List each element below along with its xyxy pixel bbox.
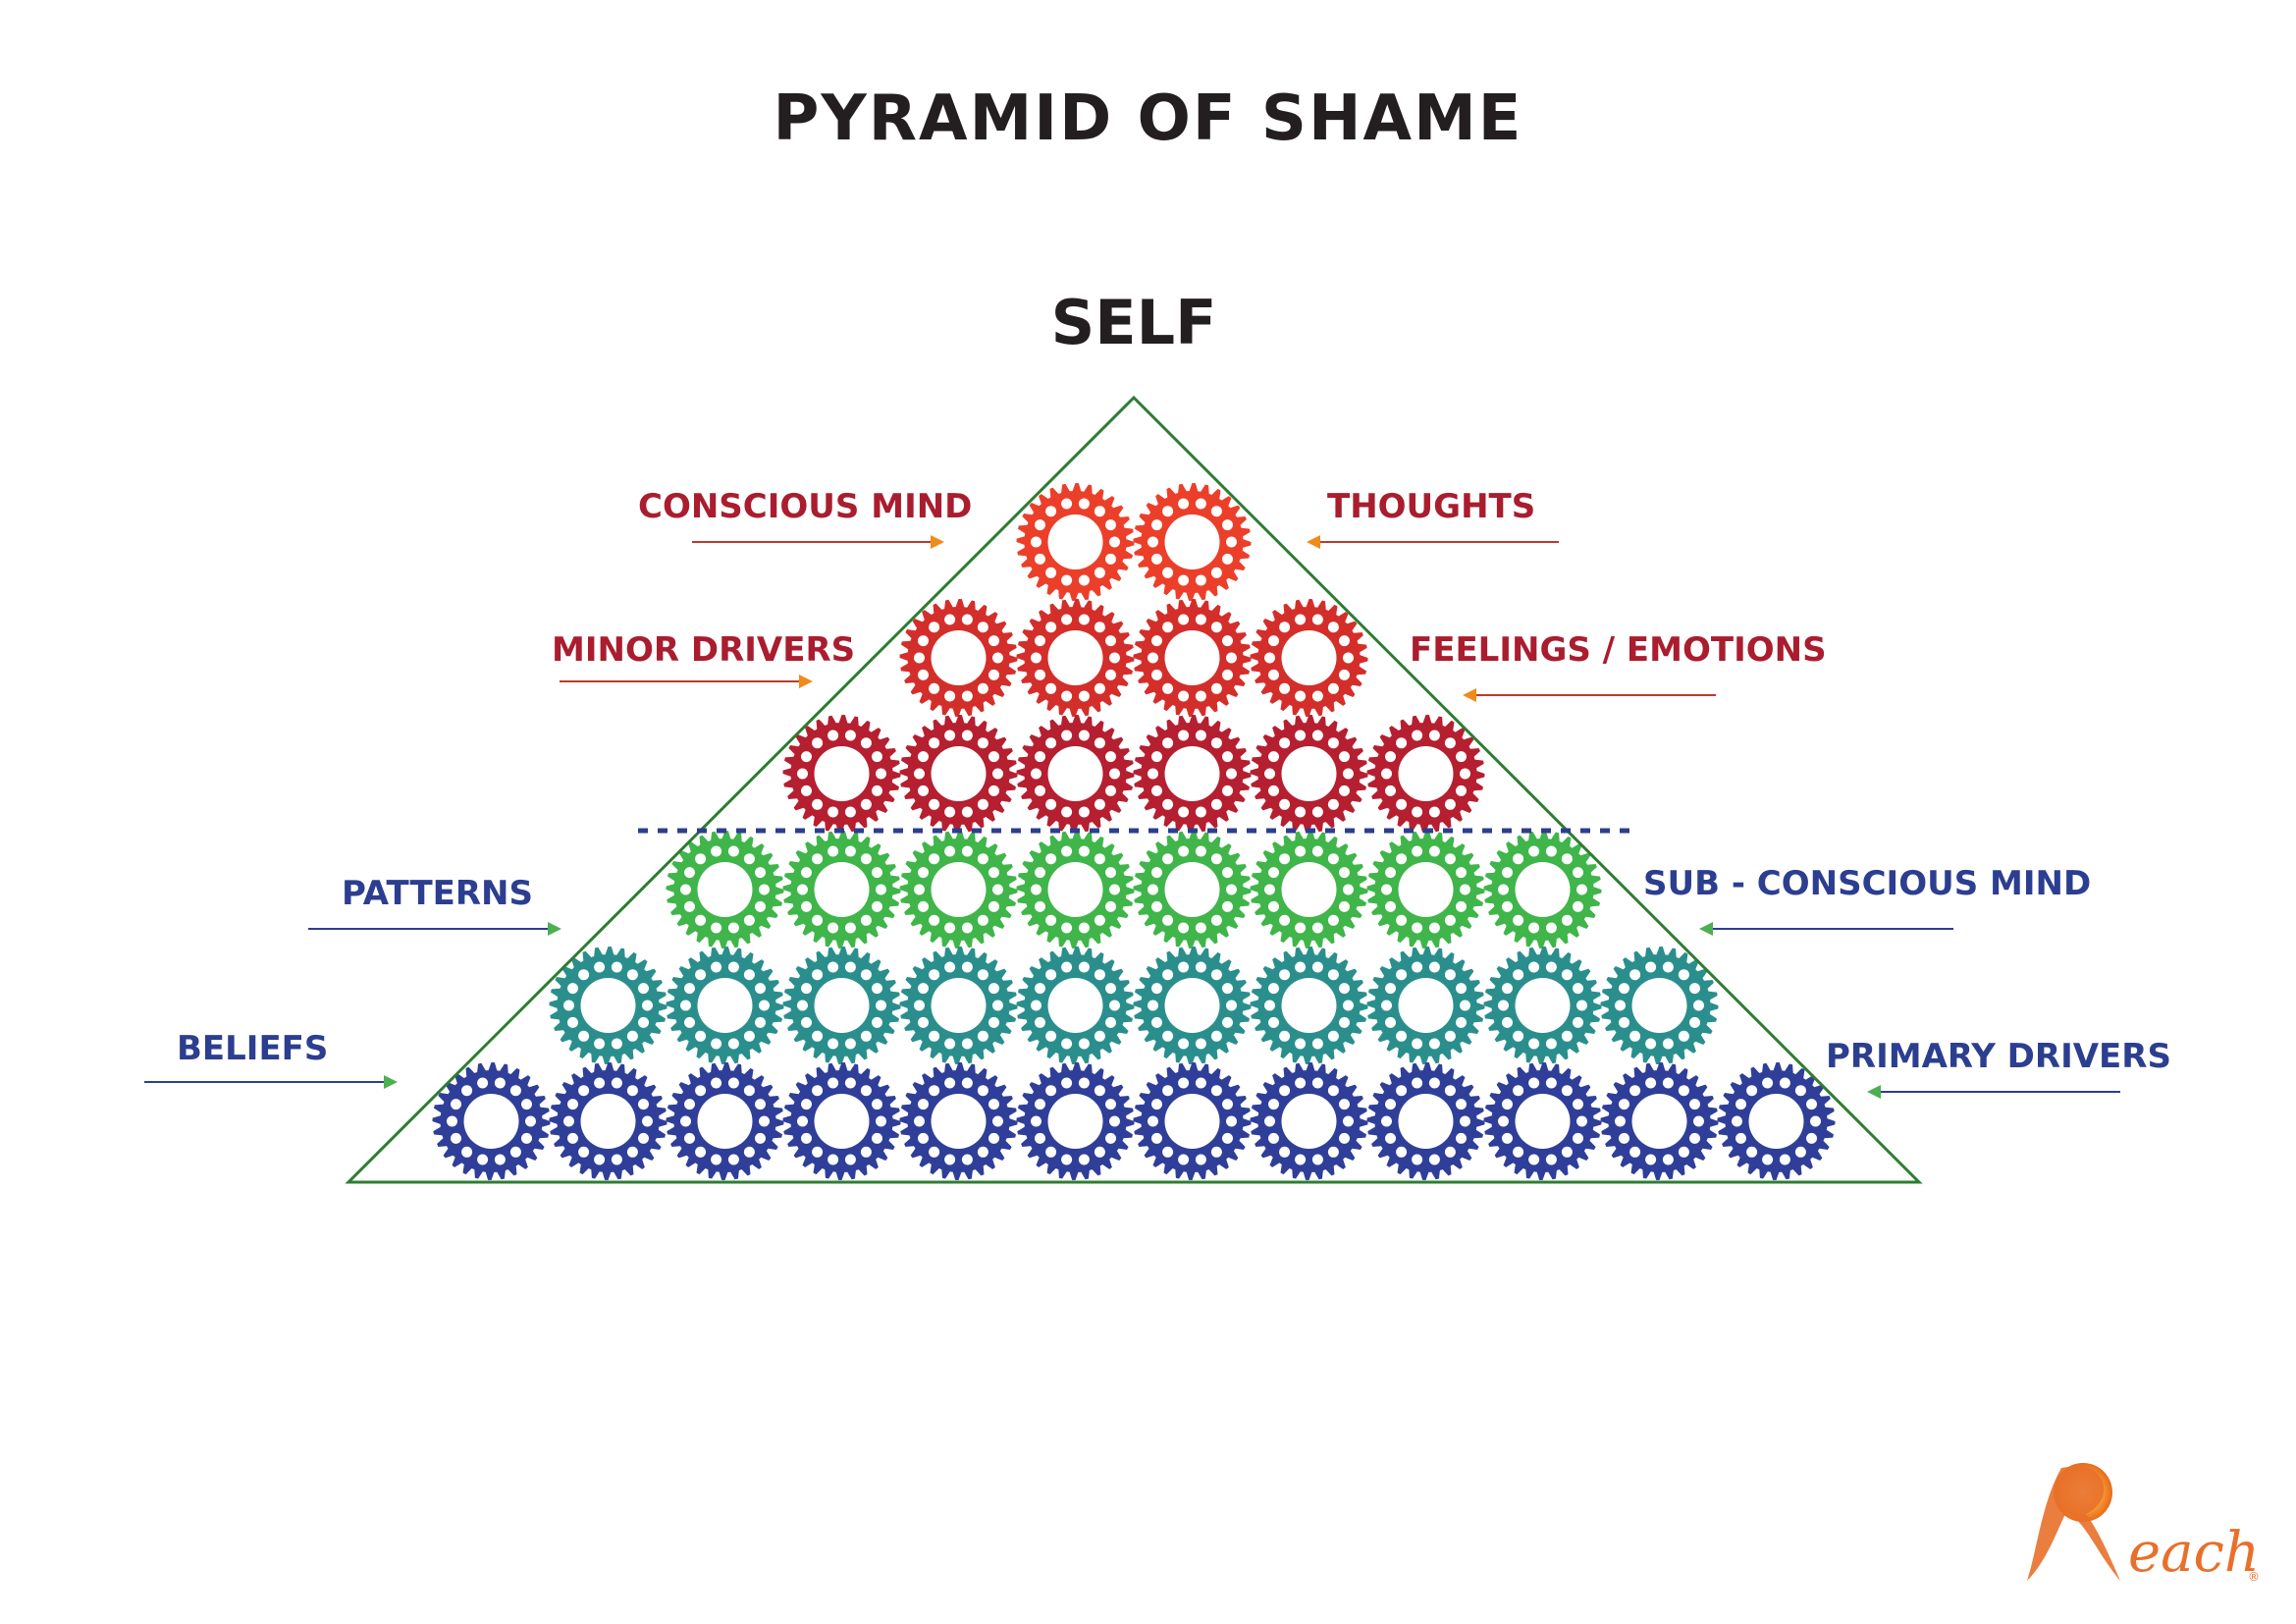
gear bbox=[782, 715, 901, 833]
label-feelings-emotions: FEELINGS / EMOTIONS bbox=[1410, 630, 1827, 670]
gear bbox=[1250, 947, 1368, 1064]
gear bbox=[1366, 947, 1485, 1064]
gear bbox=[1483, 947, 1602, 1064]
gear bbox=[1250, 599, 1368, 717]
gear bbox=[1016, 599, 1135, 717]
page-title: PYRAMID OF SHAME bbox=[773, 82, 1523, 155]
label-beliefs: BELIEFS bbox=[177, 1029, 329, 1068]
pyramid-outline bbox=[345, 395, 1923, 1184]
gear bbox=[1133, 1062, 1252, 1180]
gear bbox=[666, 831, 784, 948]
gear bbox=[899, 1062, 1018, 1180]
label-conscious-mind: CONSCIOUS MIND bbox=[638, 487, 973, 526]
svg-text:®: ® bbox=[2248, 1570, 2260, 1584]
gear bbox=[1016, 715, 1135, 833]
gear bbox=[1133, 831, 1252, 948]
gear bbox=[549, 947, 667, 1064]
gear bbox=[666, 1062, 784, 1180]
gear bbox=[1016, 1062, 1135, 1180]
gear bbox=[782, 831, 901, 948]
gear bbox=[1483, 831, 1602, 948]
gear bbox=[549, 1062, 667, 1180]
label-patterns: PATTERNS bbox=[342, 874, 533, 913]
gear bbox=[1016, 831, 1135, 948]
reach-logo: each ® bbox=[2027, 1463, 2260, 1585]
apex-label: SELF bbox=[1050, 287, 1217, 358]
gear bbox=[1133, 947, 1252, 1064]
gear bbox=[899, 715, 1018, 833]
gear bbox=[1600, 1062, 1719, 1180]
gear bbox=[1483, 1062, 1602, 1180]
gear bbox=[1133, 599, 1252, 717]
gear bbox=[1016, 947, 1135, 1064]
gear bbox=[666, 947, 784, 1064]
label-primary-drivers: PRIMARY DRIVERS bbox=[1826, 1037, 2171, 1076]
gear bbox=[1366, 831, 1485, 948]
gear bbox=[1016, 483, 1135, 601]
gear bbox=[432, 1062, 551, 1180]
gear bbox=[1366, 1062, 1485, 1180]
label-thoughts: THOUGHTS bbox=[1327, 487, 1536, 526]
gear bbox=[1133, 715, 1252, 833]
gear bbox=[1250, 831, 1368, 948]
gear bbox=[1600, 947, 1719, 1064]
gear bbox=[1366, 715, 1485, 833]
label-sub-conscious-mind: SUB - CONSCIOUS MIND bbox=[1643, 864, 2092, 903]
gear bbox=[1250, 1062, 1368, 1180]
gear bbox=[899, 831, 1018, 948]
gear bbox=[782, 947, 901, 1064]
gear bbox=[1250, 715, 1368, 833]
svg-text:each: each bbox=[2128, 1521, 2260, 1585]
gear bbox=[1133, 483, 1252, 601]
gear bbox=[899, 947, 1018, 1064]
gear-grid bbox=[432, 483, 1836, 1180]
gear bbox=[899, 599, 1018, 717]
label-minor-drivers: MINOR DRIVERS bbox=[552, 630, 856, 670]
gear bbox=[1717, 1062, 1836, 1180]
gear bbox=[782, 1062, 901, 1180]
